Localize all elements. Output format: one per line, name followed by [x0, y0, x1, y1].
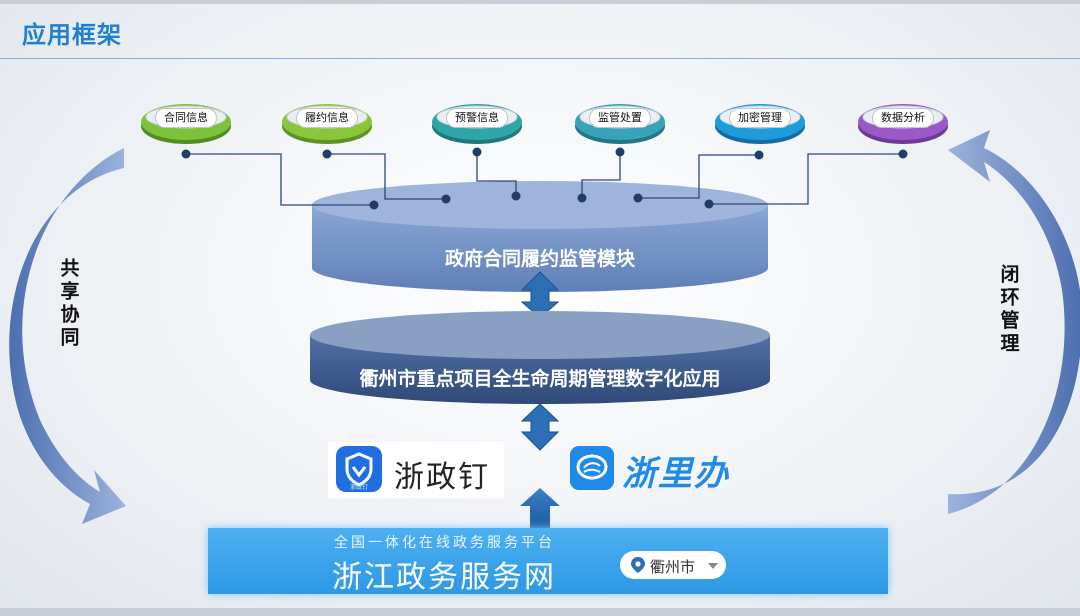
portal-banner[interactable]: 全国一体化在线政务服务平台 浙江政务服务网 衢州市	[208, 528, 888, 595]
zlb-app-icon	[570, 446, 614, 490]
up-arrow-portal	[520, 488, 560, 528]
left-curved-arrow	[9, 148, 126, 524]
city-name: 衢州市	[650, 558, 696, 576]
base-application-disk	[310, 311, 770, 404]
top-strip	[0, 0, 1080, 4]
module-label: 履约信息	[296, 108, 358, 128]
double-arrow-lower	[520, 403, 560, 451]
connector-nodes	[181, 147, 908, 210]
right-curved-arrow	[948, 130, 1080, 514]
city-selector[interactable]: 衢州市	[620, 551, 726, 579]
module-pill: 数据分析	[853, 98, 953, 150]
zzd-logo: 浙政钉 浙政钉	[328, 442, 504, 498]
zlb-name: 浙里办	[622, 454, 730, 494]
portal-subtitle: 全国一体化在线政务服务平台	[334, 535, 555, 551]
module-pill: 合同信息	[136, 98, 236, 150]
supervision-module-disk	[312, 181, 768, 292]
portal-title: 浙江政务服务网	[332, 560, 556, 595]
zzd-icon-caption: 浙政钉	[349, 484, 368, 491]
chevron-down-icon	[708, 563, 718, 569]
left-side-label: 共享协同	[57, 258, 80, 350]
shield-icon	[345, 452, 373, 487]
module-connectors	[186, 152, 903, 206]
location-pin-icon	[631, 557, 645, 573]
module-label: 数据分析	[872, 108, 934, 128]
title-divider	[0, 58, 1080, 59]
right-side-label: 闭环管理	[997, 264, 1020, 356]
base-application-label: 衢州市重点项目全生命周期管理数字化应用	[359, 368, 721, 390]
module-pill: 履约信息	[277, 98, 377, 150]
zlb-logo: 浙里办	[568, 444, 764, 494]
zzd-app-icon: 浙政钉	[336, 446, 382, 492]
bottom-strip	[0, 608, 1080, 616]
module-pill: 预警信息	[427, 98, 527, 150]
module-label: 合同信息	[155, 108, 217, 128]
module-pill: 监管处置	[570, 98, 670, 150]
module-label: 加密管理	[729, 108, 791, 128]
supervision-module-label: 政府合同履约监管模块	[444, 248, 635, 270]
module-label: 监管处置	[589, 108, 651, 128]
module-label: 预警信息	[446, 108, 508, 128]
module-pill: 加密管理	[710, 98, 810, 150]
zzd-name: 浙政钉	[394, 460, 490, 495]
page-title: 应用框架	[22, 21, 122, 49]
chat-bubble-icon	[576, 454, 608, 480]
